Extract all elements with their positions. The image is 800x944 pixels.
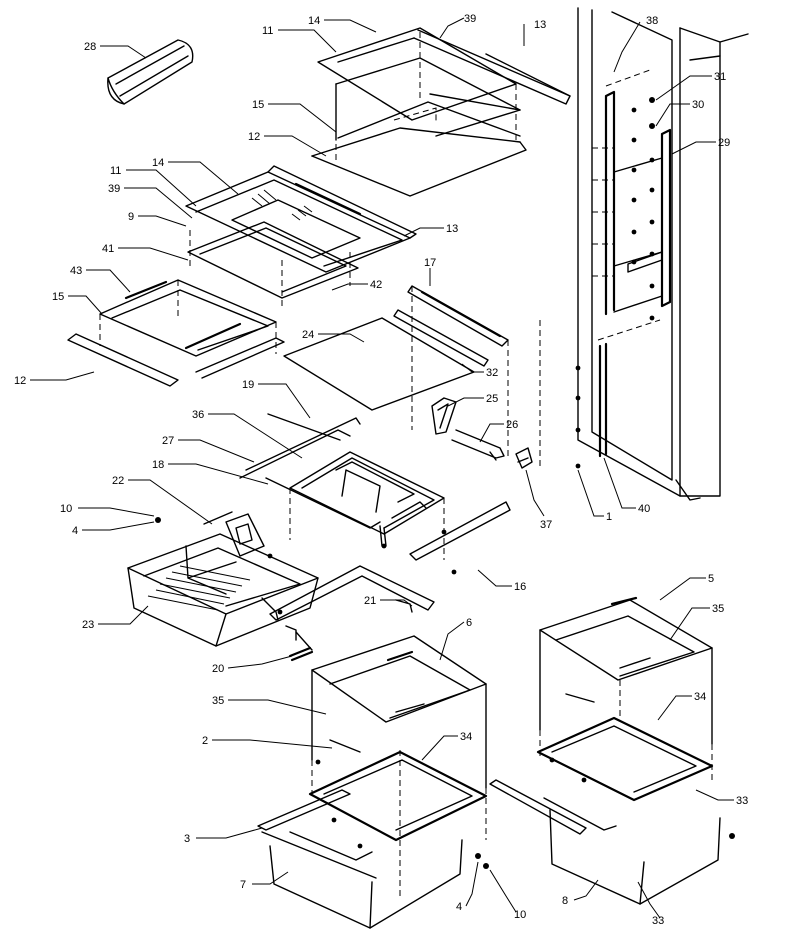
meat-keeper-frame [239, 413, 511, 575]
callout-13: 13 [446, 223, 458, 235]
callout-16: 16 [514, 581, 526, 593]
callout-13: 13 [534, 19, 546, 31]
callout-2: 2 [202, 735, 208, 747]
callout-labels: 28 11 14 39 13 38 31 30 29 15 12 11 14 3… [14, 13, 748, 927]
middle-shelf-assembly [185, 165, 417, 310]
callout-17: 17 [424, 257, 436, 269]
callout-36: 36 [192, 409, 204, 421]
callout-3: 3 [184, 833, 190, 845]
leader-lines [30, 17, 734, 919]
callout-9: 9 [128, 211, 134, 223]
callout-12: 12 [14, 375, 26, 387]
callout-19: 19 [242, 379, 254, 391]
callout-15: 15 [52, 291, 64, 303]
callout-35: 35 [712, 603, 724, 615]
callout-21: 21 [364, 595, 376, 607]
callout-15: 15 [252, 99, 264, 111]
callout-4: 4 [456, 901, 462, 913]
callout-37: 37 [540, 519, 552, 531]
callout-8: 8 [562, 895, 568, 907]
callout-18: 18 [152, 459, 164, 471]
lower-left-shelf [67, 279, 285, 387]
part-21-frame [269, 565, 435, 641]
callout-11: 11 [262, 25, 273, 37]
callout-20: 20 [212, 663, 224, 675]
callout-35: 35 [212, 695, 224, 707]
callout-38: 38 [646, 15, 658, 27]
callout-39: 39 [464, 13, 476, 25]
callout-23: 23 [82, 619, 94, 631]
callout-33: 33 [736, 795, 748, 807]
control-parts-25-26-37 [431, 397, 533, 469]
callout-34: 34 [460, 731, 472, 743]
callout-14: 14 [308, 15, 320, 27]
part-20-spring [288, 646, 314, 662]
callout-26: 26 [506, 419, 518, 431]
callout-31: 31 [714, 71, 726, 83]
cabinet-liner [575, 7, 749, 501]
part-28-trim [107, 39, 194, 105]
callout-22: 22 [112, 475, 124, 487]
upper-shelf-assembly [311, 27, 571, 197]
callout-41: 41 [102, 243, 114, 255]
callout-29: 29 [718, 137, 730, 149]
callout-7: 7 [240, 879, 246, 891]
callout-5: 5 [708, 573, 714, 585]
callout-28: 28 [84, 41, 96, 53]
callout-6: 6 [466, 617, 472, 629]
callout-1: 1 [606, 511, 612, 523]
callout-11: 11 [110, 165, 121, 177]
callout-33: 33 [652, 915, 664, 927]
callout-30: 30 [692, 99, 704, 111]
callout-34: 34 [694, 691, 706, 703]
callout-24: 24 [302, 329, 314, 341]
callout-12: 12 [248, 131, 260, 143]
right-drawer-unit [489, 596, 735, 905]
callout-43: 43 [70, 265, 82, 277]
callout-4: 4 [72, 525, 78, 537]
callout-40: 40 [638, 503, 650, 515]
callout-32: 32 [486, 367, 498, 379]
callout-27: 27 [162, 435, 174, 447]
callout-10: 10 [60, 503, 72, 515]
callout-10: 10 [514, 909, 526, 921]
callout-42: 42 [370, 279, 382, 291]
callout-39: 39 [108, 183, 120, 195]
left-drawer-unit [257, 635, 489, 929]
glass-shelf-and-rails [283, 285, 541, 470]
callout-14: 14 [152, 157, 164, 169]
callout-25: 25 [486, 393, 498, 405]
